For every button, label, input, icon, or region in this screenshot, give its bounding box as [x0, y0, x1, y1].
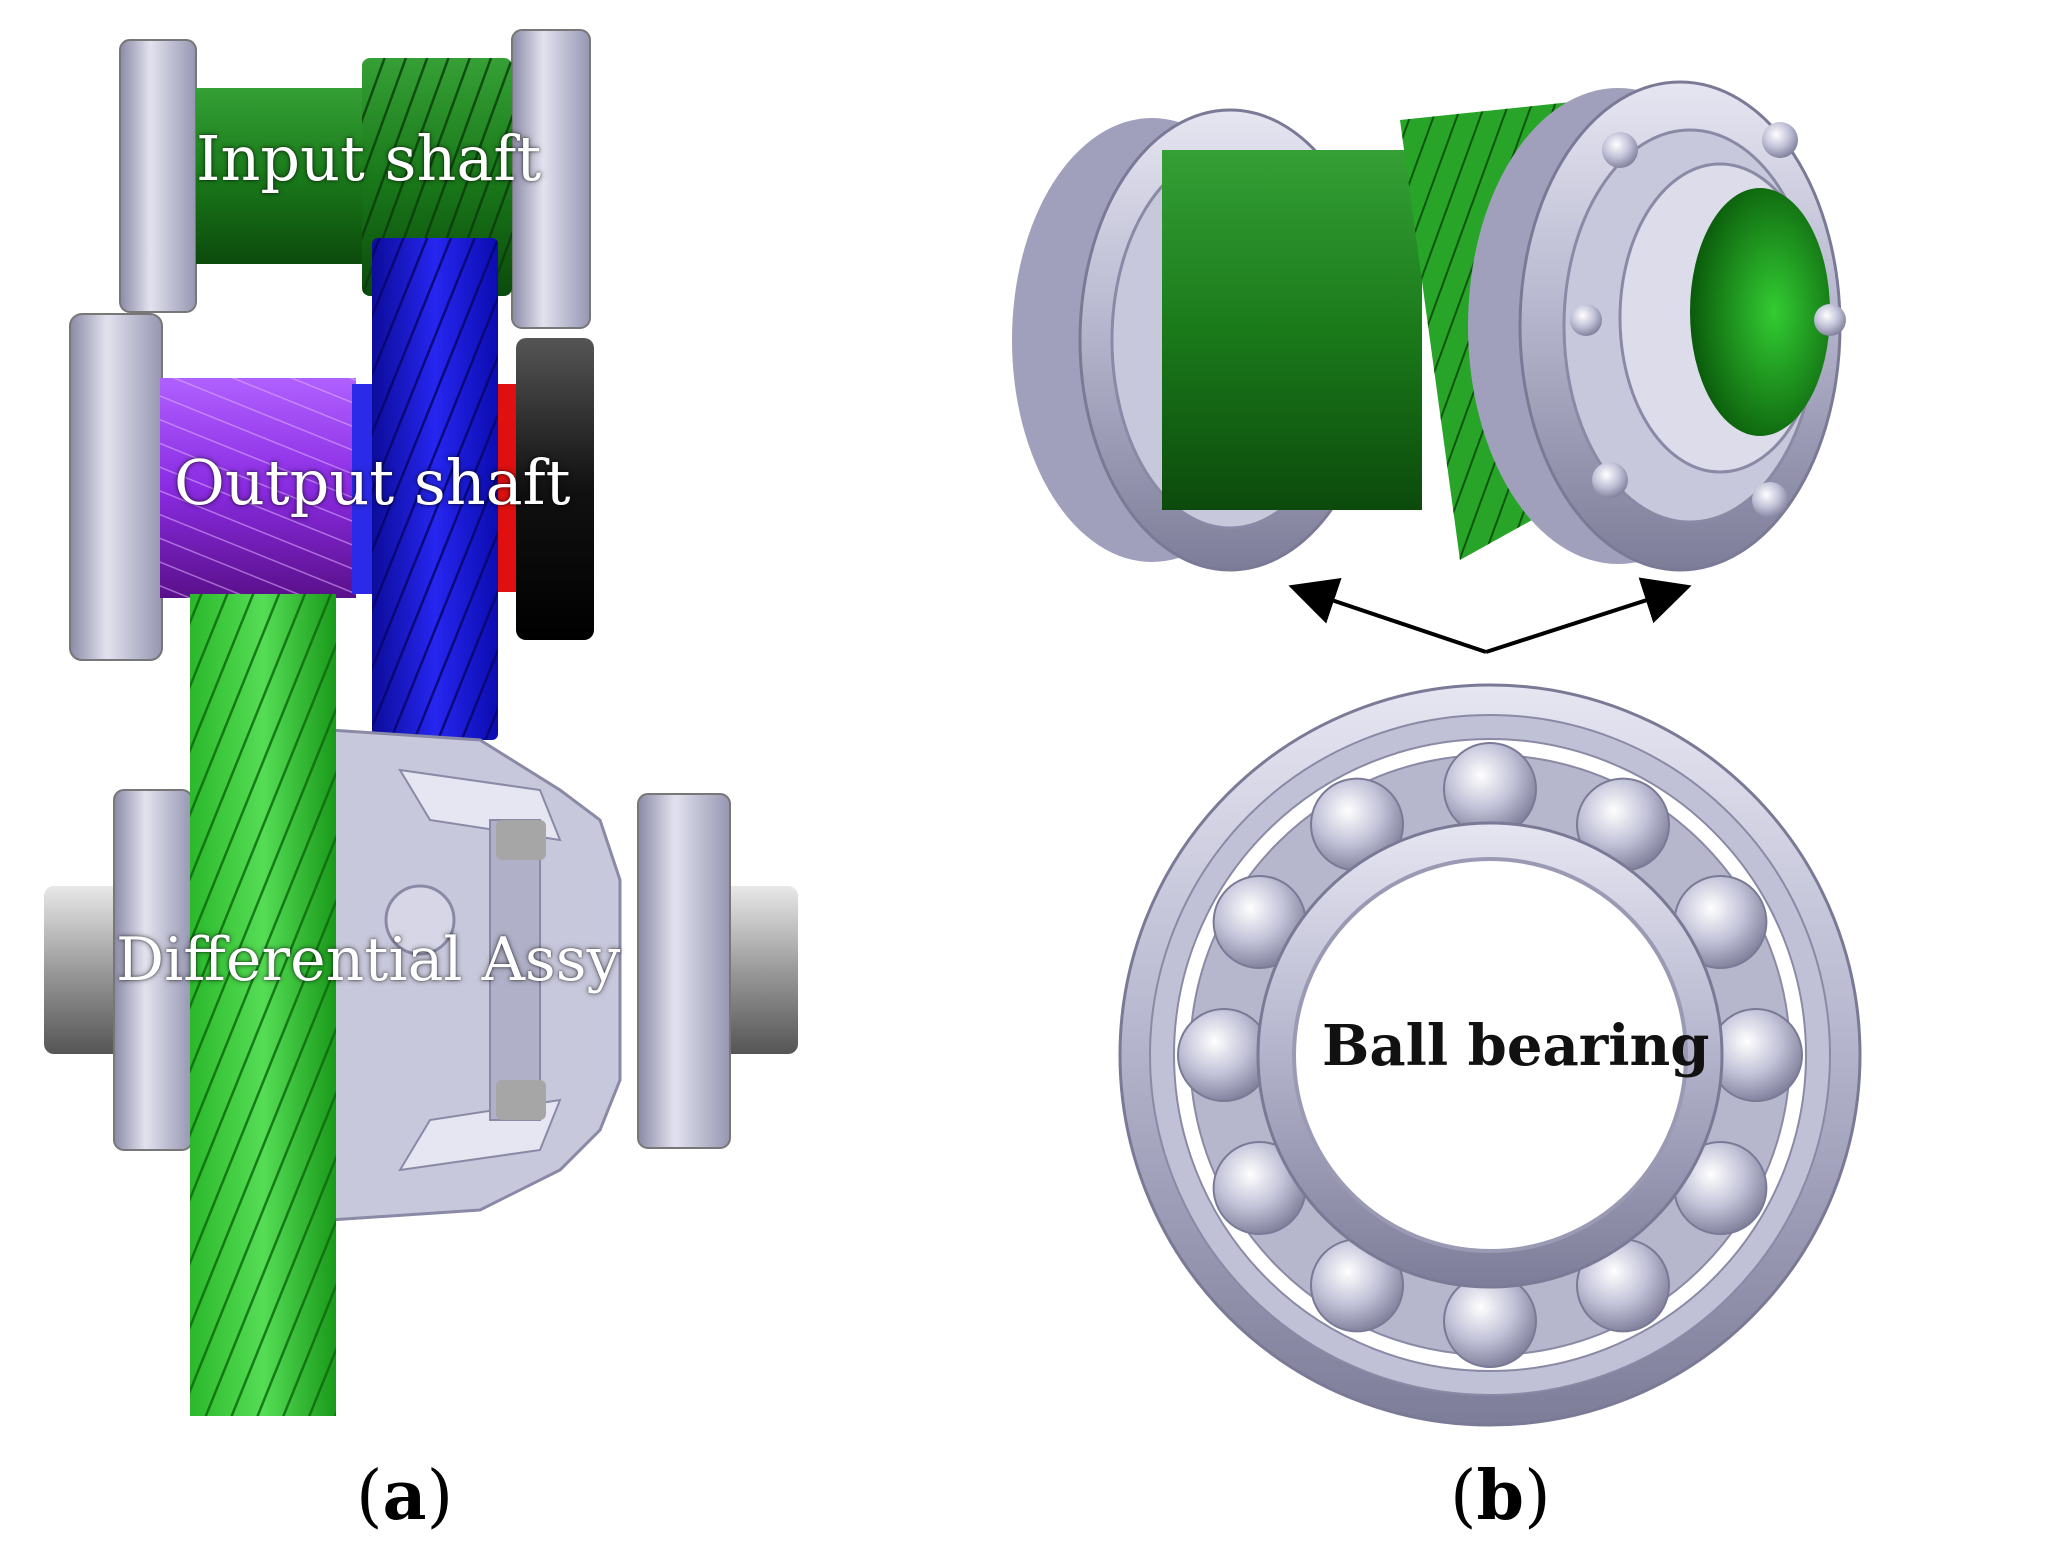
bearing-ball	[1709, 1008, 1803, 1102]
bearing-balls	[1177, 742, 1803, 1368]
diff-ring-gear	[190, 594, 336, 1416]
diff-right-bearing	[637, 793, 731, 1149]
input-shaft-label: Input shaft	[196, 122, 542, 195]
bearing-ball	[1443, 1274, 1537, 1368]
input-gear	[362, 58, 512, 296]
red-ring	[498, 384, 520, 592]
panel-a-assembly	[44, 29, 798, 1416]
differential-housing	[328, 728, 622, 1222]
caption-a: (a)	[356, 1456, 454, 1536]
bearing-ball	[1443, 742, 1537, 836]
output-blue-gear	[352, 238, 498, 740]
output-purple-gear	[160, 378, 356, 598]
output-shaft-label: Output shaft	[174, 446, 571, 519]
bearing-ball	[1177, 1008, 1271, 1102]
differential-label: Differential Assy	[116, 925, 621, 995]
input-left-bearing	[119, 39, 197, 313]
input-shaft-body	[196, 88, 366, 264]
output-left-bearing	[69, 313, 163, 661]
diff-right-axle	[714, 886, 798, 1054]
ball-bearing-front	[1118, 683, 1862, 1427]
black-part	[516, 338, 594, 640]
panel-b-shaft-assembly	[1012, 80, 1846, 654]
panel-b-green-shaft	[1162, 150, 1422, 510]
right-bearing-balls	[1570, 122, 1846, 518]
right-bearing-bore	[1690, 188, 1830, 436]
bearing-pointer-arrows	[1288, 577, 1692, 654]
caption-b: (b)	[1450, 1456, 1551, 1536]
ball-bearing-label: Ball bearing	[1322, 1013, 1710, 1079]
diff-left-axle	[44, 886, 124, 1054]
